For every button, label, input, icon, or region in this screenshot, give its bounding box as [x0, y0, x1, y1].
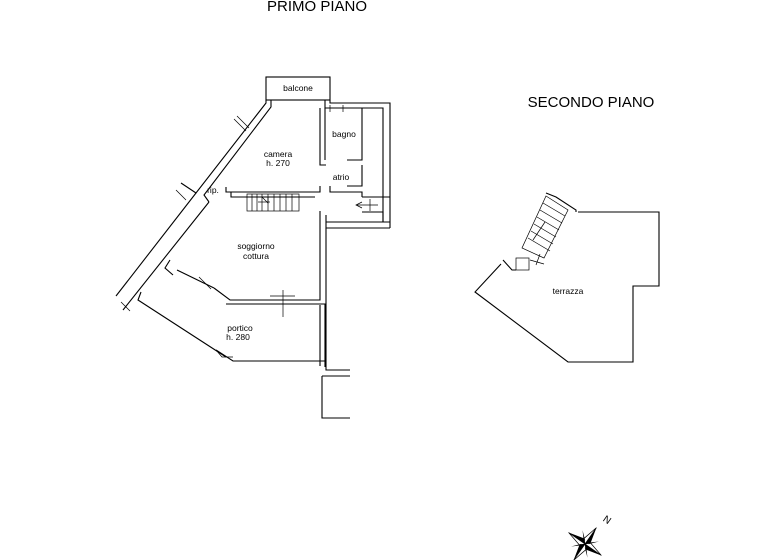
second-floor-plan	[474, 192, 660, 363]
first-floor-plan	[115, 76, 391, 419]
room-label-soggiorno: soggiorno	[237, 241, 275, 251]
interior-wall-stairs	[225, 186, 321, 212]
balcony-outline	[265, 76, 331, 101]
room-label-portico: portico	[227, 323, 253, 333]
room-label-atrio: atrio	[333, 172, 350, 182]
bathroom-walls	[319, 105, 363, 197]
compass-rose-icon	[568, 527, 602, 560]
second-floor-title: SECONDO PIANO	[528, 94, 655, 111]
compass-north-label: N	[601, 514, 613, 527]
room-label-terrazza: terrazza	[553, 286, 584, 296]
room-label-balcone: balcone	[283, 83, 313, 93]
room-label-rip: rip.	[207, 185, 219, 195]
room-label-bagno: bagno	[332, 129, 356, 139]
living-room-walls	[164, 211, 390, 367]
porch-walls	[137, 228, 350, 419]
room-height-portico: h. 280	[226, 332, 250, 342]
stair-well	[515, 195, 569, 271]
room-height-camera: h. 270	[266, 158, 290, 168]
entrance	[355, 196, 390, 223]
room-label-cottura: cottura	[243, 251, 269, 261]
exterior-walls	[115, 100, 391, 312]
room-label-camera: camera	[264, 149, 293, 159]
first-floor-title: PRIMO PIANO	[267, 0, 367, 15]
